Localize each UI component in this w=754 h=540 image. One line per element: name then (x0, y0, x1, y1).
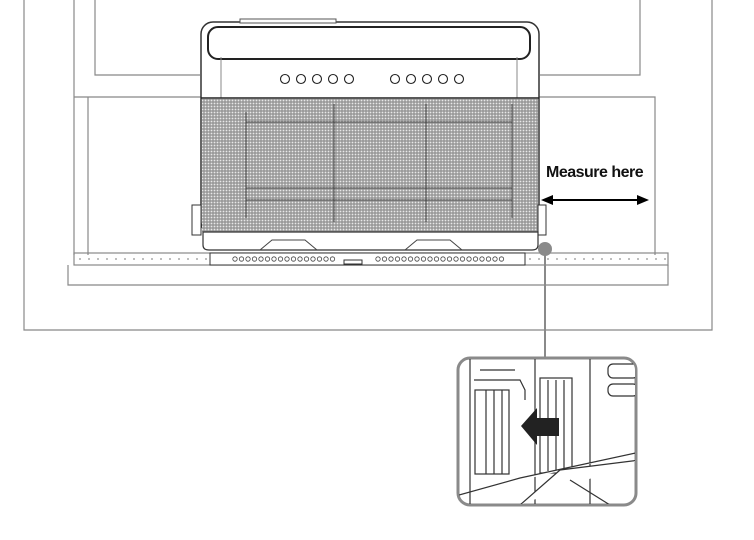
top-handle (207, 26, 531, 60)
control-buttons (279, 73, 465, 85)
measure-here-label: Measure here (546, 164, 644, 181)
callout-pointer (538, 242, 552, 358)
base-plate-holes: (function(){const g=document.currentScri… (232, 256, 505, 262)
front-grille (202, 99, 538, 232)
rail-holes: (function(){const g=document.currentScri… (79, 258, 666, 260)
air-conditioner-unit: (function(){const g=document.currentScri… (191, 18, 547, 266)
window-frame (23, 0, 713, 331)
detail-inset (456, 356, 638, 507)
double-headed-arrow-icon (541, 195, 649, 205)
left-arrow-icon (521, 408, 559, 445)
